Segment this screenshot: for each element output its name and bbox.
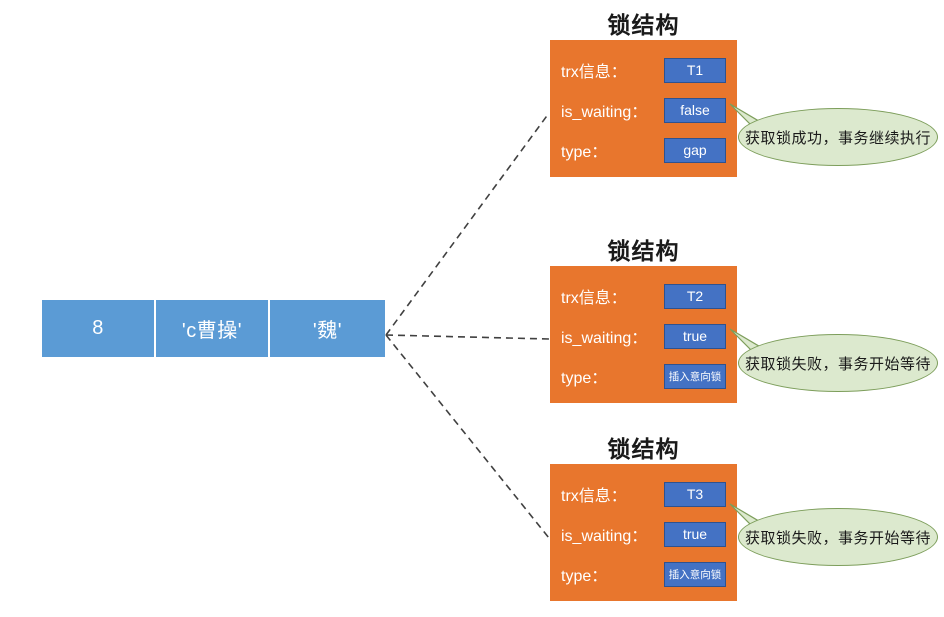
- lock-label-trx-1: trx信息：: [561, 64, 627, 81]
- callout-text-3: 获取锁失败，事务开始等待: [744, 530, 931, 547]
- index-record-row: 8 'c曹操' '魏': [42, 300, 385, 357]
- callout-bubble-2: 获取锁失败，事务开始等待: [738, 334, 938, 392]
- lock-value-type-2: 插入意向锁: [664, 363, 726, 389]
- lock-row-is-waiting-3: is_waiting： true: [550, 514, 737, 554]
- lock-label-trx-3: trx信息：: [561, 488, 627, 505]
- lock-row-type-1: type： gap: [550, 130, 737, 170]
- record-cell-country: '魏': [312, 320, 343, 342]
- lock-value-trx-1: T1: [664, 57, 726, 83]
- lock-value-trx-2: T2: [664, 283, 726, 309]
- lock-label-type-3: type：: [561, 568, 608, 585]
- lock-label-is-waiting-3: is_waiting：: [561, 528, 648, 545]
- callout-bubble-1: 获取锁成功，事务继续执行: [738, 108, 938, 166]
- lock-label-trx-2: trx信息：: [561, 290, 627, 307]
- lock-structure-title-3: 锁结构: [607, 437, 680, 462]
- lock-value-type-3: 插入意向锁: [664, 561, 726, 587]
- lock-row-type-3: type： 插入意向锁: [550, 554, 737, 594]
- lock-label-is-waiting-2: is_waiting：: [561, 330, 648, 347]
- lock-structure-title-2: 锁结构: [607, 239, 680, 264]
- lock-value-is-waiting-2: true: [664, 323, 726, 349]
- lock-value-is-waiting-3: true: [664, 521, 726, 547]
- lock-structure-box-1: trx信息： T1 is_waiting： false type： gap: [550, 40, 737, 177]
- lock-row-trx-1: trx信息： T1: [550, 50, 737, 90]
- connector-to-lock-3: [385, 334, 550, 539]
- callout-text-2: 获取锁失败，事务开始等待: [744, 356, 931, 373]
- lock-row-is-waiting-2: is_waiting： true: [550, 316, 737, 356]
- lock-structure-box-3: trx信息： T3 is_waiting： true type： 插入意向锁: [550, 464, 737, 601]
- record-cell-id: 8: [42, 300, 156, 357]
- lock-value-is-waiting-1: false: [664, 97, 726, 123]
- lock-row-is-waiting-1: is_waiting： false: [550, 90, 737, 130]
- lock-row-trx-3: trx信息： T3: [550, 474, 737, 514]
- connector-to-lock-2: [385, 334, 550, 340]
- lock-value-type-1: gap: [664, 137, 726, 163]
- lock-structure-box-2: trx信息： T2 is_waiting： true type： 插入意向锁: [550, 266, 737, 403]
- lock-row-type-2: type： 插入意向锁: [550, 356, 737, 396]
- connector-to-lock-1: [385, 112, 550, 336]
- record-cell-name: 'c曹操': [156, 300, 270, 357]
- lock-label-is-waiting-1: is_waiting：: [561, 104, 648, 121]
- callout-bubble-3: 获取锁失败，事务开始等待: [738, 508, 938, 566]
- lock-structure-title-1: 锁结构: [607, 13, 680, 38]
- lock-value-trx-3: T3: [664, 481, 726, 507]
- lock-label-type-2: type：: [561, 370, 608, 387]
- lock-row-trx-2: trx信息： T2: [550, 276, 737, 316]
- callout-text-1: 获取锁成功，事务继续执行: [744, 130, 931, 147]
- lock-label-type-1: type：: [561, 144, 608, 161]
